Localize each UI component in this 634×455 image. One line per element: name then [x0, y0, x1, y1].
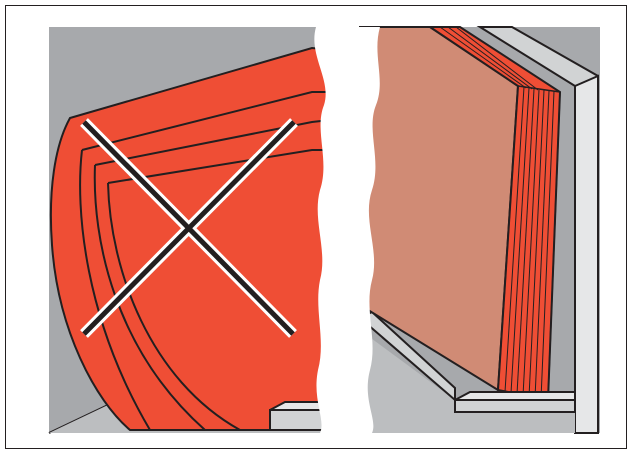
right-wall-post — [575, 76, 598, 433]
left-panel-incorrect — [49, 27, 330, 433]
right-baseboard-top — [455, 392, 575, 400]
right-baseboard-front — [455, 400, 575, 412]
right-panel-correct — [360, 27, 600, 433]
